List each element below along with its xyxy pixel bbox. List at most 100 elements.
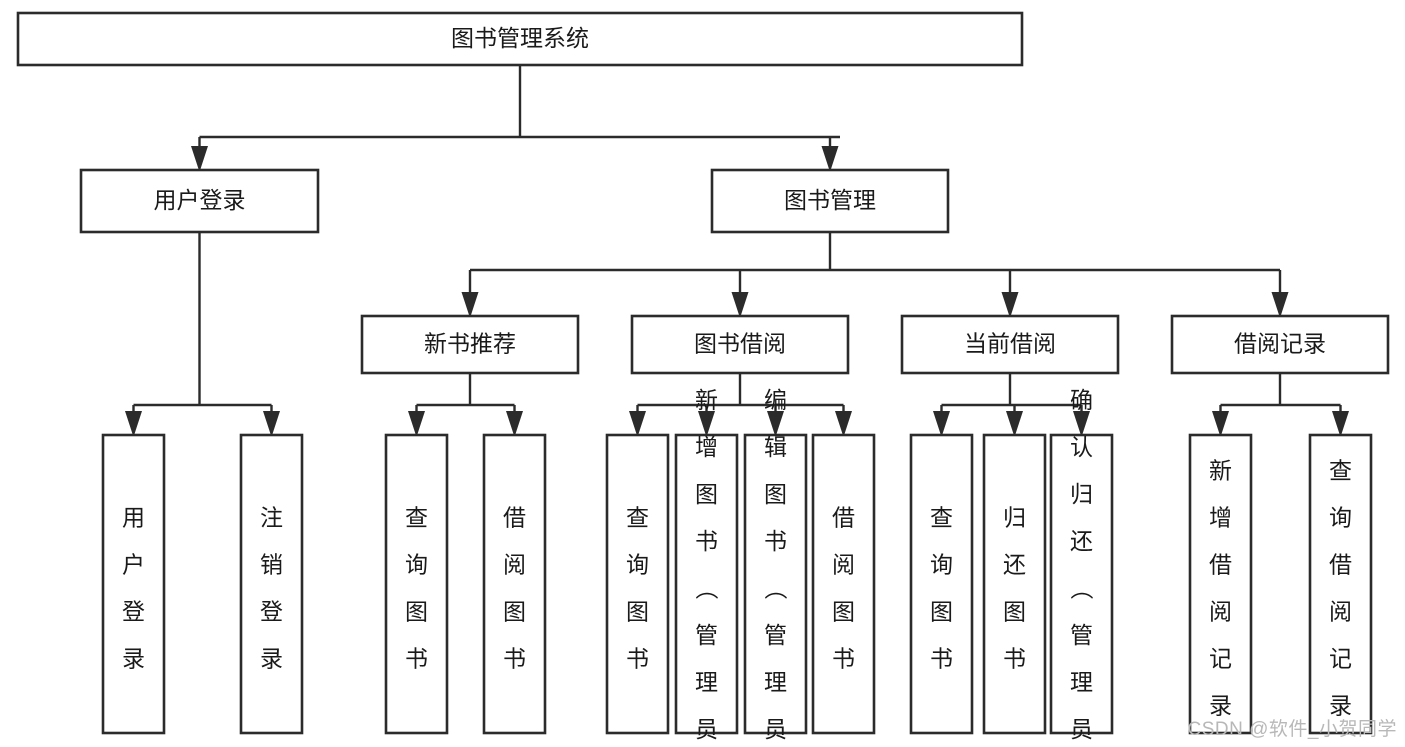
node-box-new-book-recommend[interactable] (360, 314, 580, 375)
node-label-leaf-confirm-return: 还 (1070, 528, 1093, 554)
node-label-leaf-add-book: 图 (695, 481, 718, 507)
node-label-leaf-add-book: 新 (695, 387, 718, 413)
node-root[interactable]: 图书管理系统 (16, 11, 1024, 67)
connector-current-borrow-trunk (940, 373, 1083, 415)
node-label-leaf-user-login: 录 (122, 646, 145, 672)
node-label-leaf-borrow-book-2: 阅 (832, 552, 855, 578)
arrow-to-leaf-edit-book (767, 411, 784, 437)
node-box-leaf-add-book[interactable] (674, 433, 739, 735)
node-label-leaf-confirm-return: 认 (1070, 434, 1093, 460)
node-label-leaf-query-record: 借 (1329, 552, 1352, 578)
node-label-leaf-confirm-return: 员 (1070, 716, 1093, 742)
node-label-leaf-borrow-book-2: 书 (832, 646, 855, 672)
node-layer: 图书管理系统用户登录图书管理新书推荐图书借阅当前借阅借阅记录用户登录注销登录查询… (16, 11, 1390, 747)
arrow-to-borrow-record (1271, 292, 1289, 318)
node-user-login[interactable]: 用户登录 (79, 168, 320, 234)
node-label-leaf-query-book-3: 图 (930, 599, 953, 625)
node-borrow-record[interactable]: 借阅记录 (1170, 314, 1390, 375)
node-label-leaf-edit-book: 员 (764, 716, 787, 742)
node-label-leaf-query-record: 阅 (1329, 599, 1352, 625)
node-label-current-borrow: 当前借阅 (964, 331, 1056, 357)
node-book-manage[interactable]: 图书管理 (710, 168, 950, 234)
node-label-leaf-return-book: 还 (1003, 552, 1026, 578)
node-label-leaf-query-record: 查 (1329, 458, 1352, 484)
node-label-book-borrow: 图书借阅 (694, 331, 786, 357)
node-label-user-login: 用户登录 (154, 187, 246, 213)
node-box-leaf-query-book-3[interactable] (909, 433, 974, 735)
node-label-leaf-borrow-book-1: 图 (503, 599, 526, 625)
node-label-leaf-borrow-book-2: 图 (832, 599, 855, 625)
node-box-leaf-logout[interactable] (239, 433, 304, 735)
node-label-book-manage: 图书管理 (784, 187, 876, 213)
node-box-root[interactable] (16, 11, 1024, 67)
node-label-leaf-edit-book: 编 (764, 387, 787, 413)
node-label-leaf-user-login: 用 (122, 505, 145, 531)
node-label-leaf-confirm-return: 归 (1070, 481, 1093, 507)
node-label-leaf-query-book-2: 查 (626, 505, 649, 531)
node-label-leaf-query-book-1: 查 (405, 505, 428, 531)
node-box-borrow-record[interactable] (1170, 314, 1390, 375)
node-label-leaf-query-book-3: 书 (930, 646, 953, 672)
node-box-leaf-query-record[interactable] (1308, 433, 1373, 735)
node-box-book-borrow[interactable] (630, 314, 850, 375)
node-label-leaf-add-book: 增 (695, 434, 718, 460)
node-box-leaf-user-login[interactable] (101, 433, 166, 735)
connector-new-book-recommend-trunk (415, 373, 516, 415)
node-box-leaf-add-record[interactable] (1188, 433, 1253, 735)
node-label-leaf-logout: 登 (260, 599, 283, 625)
node-label-leaf-query-record: 记 (1329, 646, 1352, 672)
node-box-leaf-borrow-book-1[interactable] (482, 433, 547, 735)
node-label-leaf-confirm-return: 理 (1070, 669, 1093, 695)
node-label-leaf-add-book: 员 (695, 716, 718, 742)
node-label-leaf-add-record: 增 (1209, 505, 1232, 531)
node-box-leaf-confirm-return[interactable] (1049, 433, 1114, 735)
node-label-leaf-borrow-book-1: 借 (503, 505, 526, 531)
node-label-leaf-edit-book: 图 (764, 481, 787, 507)
arrow-to-leaf-return-book (1006, 411, 1023, 437)
watermark-text: CSDN @软件_小贺同学 (1187, 719, 1397, 740)
node-label-leaf-query-book-1: 图 (405, 599, 428, 625)
node-box-leaf-return-book[interactable] (982, 433, 1047, 735)
node-label-leaf-query-record: 录 (1329, 693, 1352, 719)
node-label-leaf-logout: 销 (260, 552, 283, 578)
node-label-leaf-return-book: 归 (1003, 505, 1026, 531)
node-book-borrow[interactable]: 图书借阅 (630, 314, 850, 375)
node-label-root: 图书管理系统 (451, 25, 589, 51)
node-label-leaf-add-record: 录 (1209, 693, 1232, 719)
node-box-leaf-query-book-1[interactable] (384, 433, 449, 735)
node-label-leaf-query-book-3: 询 (930, 552, 953, 578)
node-label-leaf-confirm-return: 管 (1070, 622, 1093, 648)
node-label-leaf-edit-book: （ (763, 577, 789, 600)
node-box-leaf-edit-book[interactable] (743, 433, 808, 735)
node-label-leaf-return-book: 图 (1003, 599, 1026, 625)
node-leaf-user-login[interactable]: 用户登录 (101, 433, 166, 735)
node-box-user-login[interactable] (79, 168, 320, 234)
node-label-leaf-add-book: 管 (695, 622, 718, 648)
connector-root-trunk (198, 65, 840, 158)
node-box-book-manage[interactable] (710, 168, 950, 234)
node-new-book-recommend[interactable]: 新书推荐 (360, 314, 580, 375)
node-box-current-borrow[interactable] (900, 314, 1120, 375)
arrow-to-user-login (191, 146, 208, 172)
node-label-leaf-query-book-2: 书 (626, 646, 649, 672)
arrow-to-leaf-add-record (1212, 411, 1229, 437)
node-box-leaf-borrow-book-2[interactable] (811, 433, 876, 735)
node-label-leaf-edit-book: 辑 (764, 434, 787, 460)
arrow-to-book-manage (821, 146, 839, 172)
node-label-leaf-add-record: 记 (1209, 646, 1232, 672)
node-box-leaf-query-book-2[interactable] (605, 433, 670, 735)
node-current-borrow[interactable]: 当前借阅 (900, 314, 1120, 375)
